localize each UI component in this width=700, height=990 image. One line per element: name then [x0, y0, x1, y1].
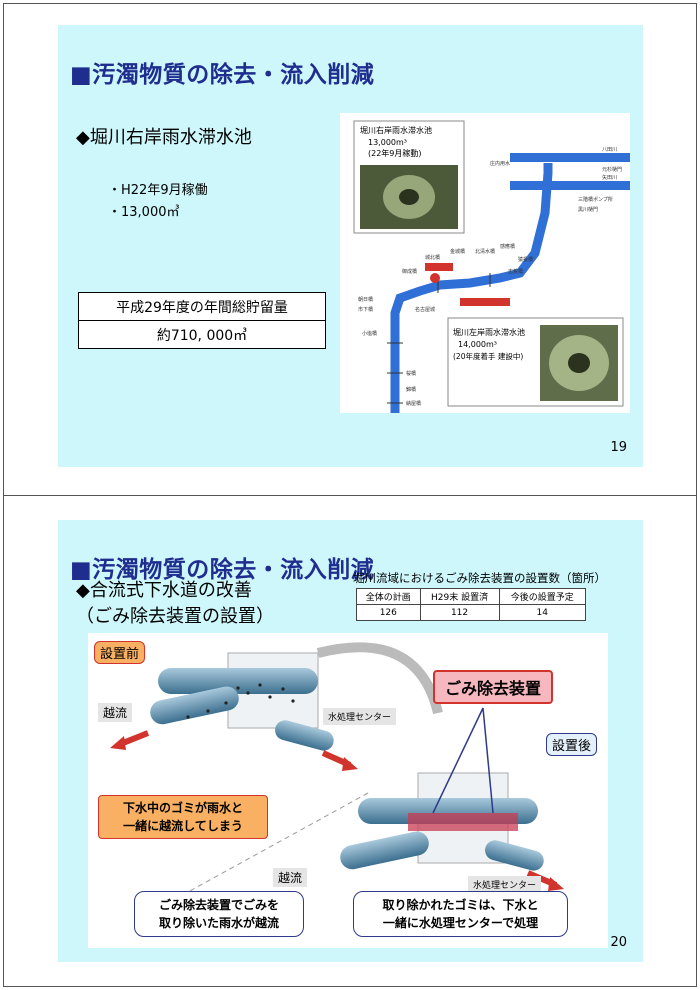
table-header-cell: 今後の設置予定: [498, 588, 587, 605]
before-overflow-pipe: [150, 686, 239, 725]
left-pond-capacity: 14,000m³: [458, 340, 497, 349]
bullet-list: ・H22年9月稼働 ・13,000㎥: [108, 180, 208, 224]
map-label: 三階橋ポンプ所: [578, 196, 613, 203]
table-header-cell: H29末 設置済: [419, 588, 500, 605]
after-outflow-arrow-head: [548, 877, 564, 891]
slide-title: ■汚濁物質の除去・流入削減: [70, 62, 375, 88]
before-note-line: 下水中のゴミが雨水と: [122, 801, 243, 815]
screen-device: [408, 813, 518, 831]
table-cell: 14: [498, 604, 587, 621]
map-label: 金城橋: [450, 248, 465, 255]
upstream-channel: [510, 153, 630, 162]
storage-table-header: 平成29年度の年間総貯留量: [78, 292, 326, 321]
overflow-label-bottom: 越流: [273, 868, 308, 887]
page-number: 20: [610, 935, 627, 950]
right-pond-status: (22年9月稼動): [368, 148, 422, 158]
table-header-cell: 全体の計画: [356, 588, 421, 605]
pond-location: [430, 273, 440, 283]
map-label: 北清水橋: [475, 248, 495, 255]
map-label: 御成橋: [402, 268, 417, 275]
map-label: 城北橋: [425, 254, 440, 261]
tunnel-ring: [568, 353, 590, 373]
sewer-diagram-svg: [110, 642, 564, 904]
device-label: ごみ除去装置: [433, 670, 554, 704]
map-label: 小塩橋: [362, 330, 377, 337]
before-inlet-pipe: [158, 668, 318, 694]
outflow-arrow-head: [342, 757, 358, 771]
map-label: 桜橋: [406, 370, 416, 377]
after-label: 設置後: [546, 733, 598, 756]
table-header-row: 全体の計画 H29末 設置済 今後の設置予定: [356, 588, 587, 605]
before-label: 設置前: [94, 641, 146, 664]
map-label: 矢田川: [602, 174, 617, 181]
slide-19: ■汚濁物質の除去・流入削減 ◆堀川右岸雨水滞水池 ・H22年9月稼働 ・13,0…: [58, 25, 643, 467]
river-map: 堀川右岸雨水滞水池 13,000m³ (22年9月稼動) 堀川左岸雨水滞水池 1…: [340, 113, 630, 413]
annual-storage-table: 平成29年度の年間総貯留量 約710, 000㎥: [78, 292, 326, 349]
before-note-line: 一緒に越流してしまう: [123, 819, 243, 833]
table-cell: 112: [419, 604, 500, 621]
diagram-separator: [167, 792, 369, 904]
map-label: 納屋橋: [406, 400, 421, 407]
treatment-center-label-bottom: 水処理センター: [468, 876, 542, 893]
slide-subheading: （ごみ除去装置の設置）: [76, 606, 274, 627]
right-pond-capacity: 13,000m³: [368, 138, 407, 147]
center-note-line: 取り除かれたゴミは、下水と: [382, 898, 539, 912]
device-pointer: [482, 707, 494, 814]
left-pond-name: 堀川左岸雨水滞水池: [453, 327, 525, 337]
slide-title: ■汚濁物質の除去・流入削減: [70, 557, 375, 583]
table-cell: 126: [356, 604, 421, 621]
slide-heading: ◆合流式下水道の改善: [76, 580, 252, 601]
sewer-diagram: 設置前 設置後 ごみ除去装置 越流 水処理センター 越流 水処理センター 下水中…: [88, 633, 608, 948]
device-pointer: [432, 707, 484, 814]
left-pond-status: (20年度着手 建設中): [453, 351, 523, 361]
slide-heading: ◆堀川右岸雨水滞水池: [76, 127, 252, 148]
bullet-item: ・13,000㎥: [108, 205, 180, 220]
after-outlet-pipe: [485, 840, 544, 871]
count-table-caption: 堀川流域におけるごみ除去装置の設置数（箇所）: [353, 571, 606, 585]
map-label: 八田川: [602, 147, 617, 153]
after-overflow-pipe: [340, 831, 429, 870]
map-label: 感應橋: [500, 243, 515, 250]
map-label: 庄内用水: [490, 160, 510, 167]
map-label: 猿投橋: [518, 256, 533, 263]
page-divider: [3, 495, 697, 496]
map-label: 志賀橋: [508, 268, 523, 275]
map-label: 錦橋: [406, 386, 416, 393]
table-row: 126 112 14: [356, 604, 587, 621]
page-number: 19: [610, 440, 627, 455]
tunnel-marker: [460, 298, 510, 306]
slide-20: ■汚濁物質の除去・流入削減 ◆合流式下水道の改善 （ごみ除去装置の設置） 堀川流…: [58, 520, 643, 962]
device-count-table: 全体の計画 H29末 設置済 今後の設置予定 126 112 14: [356, 588, 587, 621]
map-label: 黒川樋門: [578, 206, 598, 213]
after-note-line: 取り除いた雨水が越流: [158, 916, 279, 930]
overflow-arrow-head: [110, 736, 126, 750]
before-outlet-pipe: [275, 720, 334, 751]
right-pond-name: 堀川右岸雨水滞水池: [360, 125, 432, 135]
bullet-item: ・H22年9月稼働: [108, 183, 208, 198]
map-label: 朝日橋: [358, 296, 373, 303]
map-label: 名古屋城: [415, 306, 435, 313]
debris-particles: [186, 683, 295, 719]
tunnel-ring: [399, 189, 419, 205]
treatment-center-label-top: 水処理センター: [323, 708, 397, 725]
overflow-label-top: 越流: [98, 703, 133, 722]
tunnel-marker: [425, 263, 453, 271]
horikawa-river: [390, 163, 553, 413]
before-note: 下水中のゴミが雨水と 一緒に越流してしまう: [98, 795, 268, 839]
transition-arrow: [316, 642, 443, 715]
river-map-svg: 堀川右岸雨水滞水池 13,000m³ (22年9月稼動) 堀川左岸雨水滞水池 1…: [353, 120, 630, 413]
map-label: 市下橋: [358, 306, 373, 313]
storage-table-value: 約710, 000㎥: [78, 320, 326, 349]
center-note-line: 一緒に水処理センターで処理: [382, 916, 539, 930]
center-note: 取り除かれたゴミは、下水と 一緒に水処理センターで処理: [353, 891, 568, 937]
after-note-line: ごみ除去装置でごみを: [158, 898, 279, 912]
upstream-channel: [510, 181, 630, 190]
map-label: 元杉樋門: [602, 166, 622, 173]
after-note: ごみ除去装置でごみを 取り除いた雨水が越流: [134, 891, 304, 937]
